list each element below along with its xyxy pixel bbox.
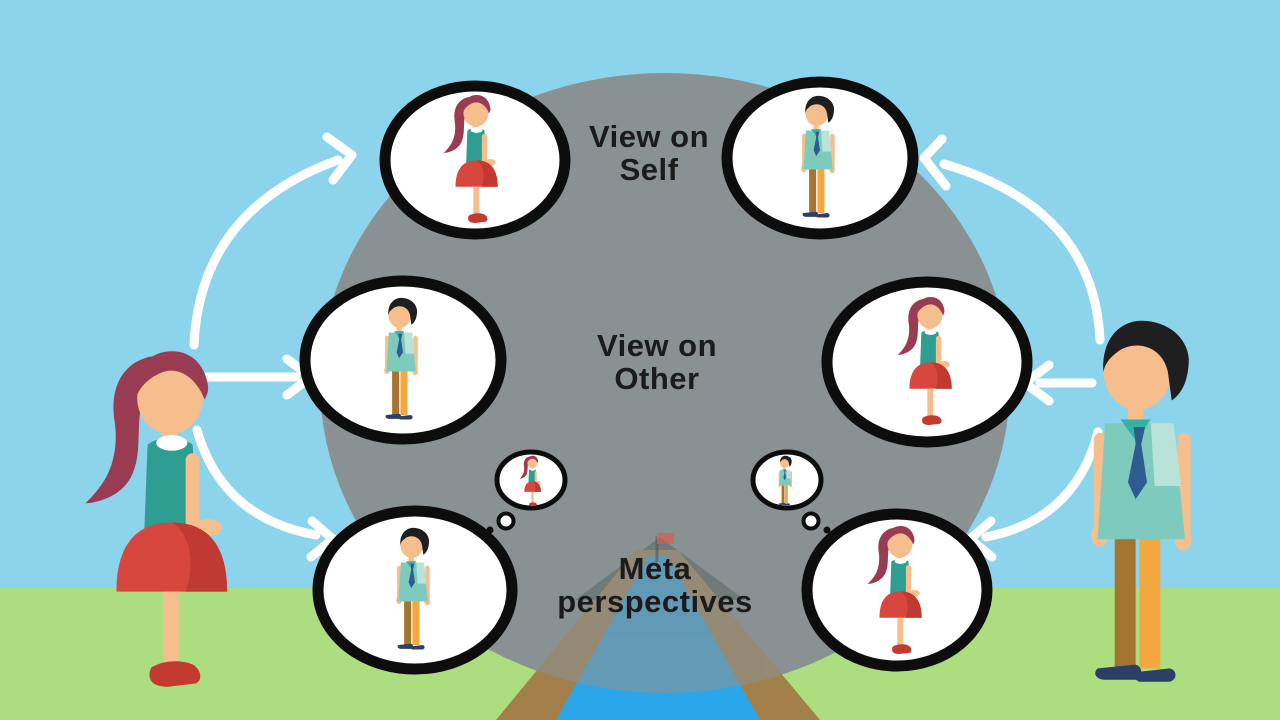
bubble-view-on-self-girl — [379, 80, 571, 240]
label-view-on-self: View on Self — [588, 119, 710, 187]
bubble-view-on-other-girl — [821, 276, 1033, 448]
arrow-girl-to-view-on-self — [189, 132, 357, 350]
arrow-girl-to-meta — [192, 425, 338, 562]
muted-road-mountain — [496, 537, 820, 693]
mountain-flag — [655, 533, 674, 562]
bubble-meta-boy — [312, 505, 518, 675]
thought-bubble-right — [750, 449, 831, 534]
arrow-boy-to-view-on-self — [919, 134, 1105, 345]
label-view-on-other: View on Other — [596, 328, 718, 396]
bubble-view-on-self-boy — [721, 76, 919, 240]
thought-bubble-left — [486, 449, 568, 534]
bubble-view-on-other-boy — [299, 275, 507, 445]
label-meta-perspectives: Meta perspectives — [557, 551, 753, 619]
bubble-meta-girl — [801, 508, 993, 672]
